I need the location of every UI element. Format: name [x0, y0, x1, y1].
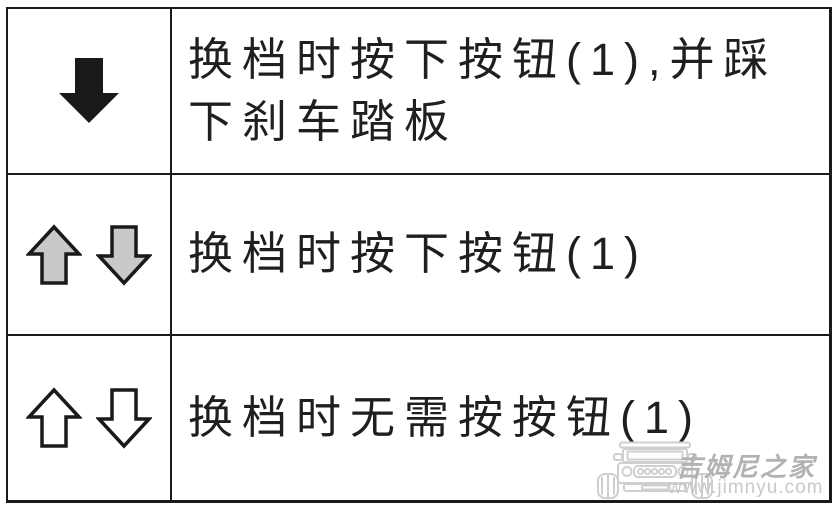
table-row-1-text-cell: 换档时按下按钮(1),并踩下刹车踏板: [172, 9, 829, 175]
gray-down-arrow-icon: [96, 224, 152, 286]
table-row-2-icon-cell: [8, 175, 172, 336]
table-row-2-text-cell: 换档时按下按钮(1): [172, 175, 829, 336]
table-row-1-icon-cell: [8, 9, 172, 175]
watermark-url-text: www.jimnyu.com: [668, 477, 824, 498]
table-row-3-icon-cell: [8, 336, 172, 500]
table-row-3-text: 换档时无需按按钮(1): [188, 391, 702, 443]
gray-up-arrow-icon: [26, 223, 82, 285]
table-row-3-text-cell: 换档时无需按按钮(1): [172, 336, 829, 500]
shift-instructions-table: 换档时按下按钮(1),并踩下刹车踏板 换档时按下按钮(1) 换档时无需按按钮(1…: [6, 7, 832, 503]
jeep-front-icon: [597, 441, 713, 499]
solid-down-arrow-icon: [59, 58, 119, 123]
outline-down-arrow-icon: [96, 388, 152, 449]
table-row-1-text: 换档时按下按钮(1),并踩下刹车踏板: [188, 33, 778, 147]
watermark-brand-text: 吉姆尼之家: [676, 453, 817, 483]
outline-up-arrow-icon: [26, 387, 82, 448]
table-row-2-text: 换档时按下按钮(1): [188, 228, 648, 280]
